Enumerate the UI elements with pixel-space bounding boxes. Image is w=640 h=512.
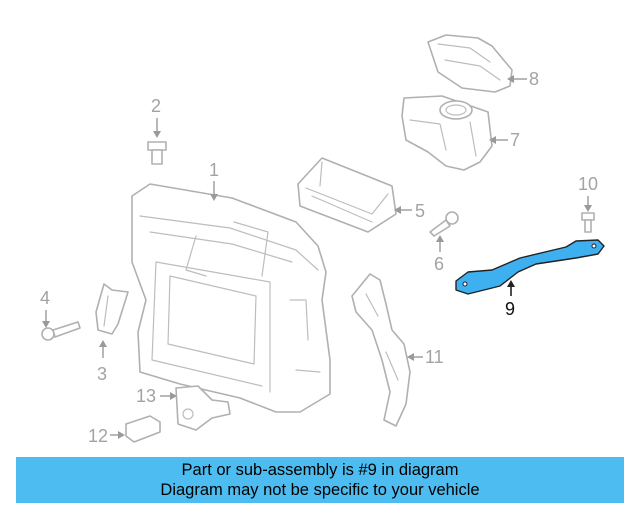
svg-text:8: 8 (529, 69, 539, 89)
callout-5: 5 (394, 201, 425, 221)
svg-text:10: 10 (578, 174, 598, 194)
callout-10: 10 (578, 174, 598, 212)
callout-3: 3 (97, 340, 107, 384)
callout-1: 1 (209, 160, 219, 201)
part-7-air-duct (401, 95, 493, 171)
svg-text:6: 6 (434, 254, 444, 274)
banner-line-2: Diagram may not be specific to your vehi… (160, 481, 480, 499)
part-1-radiator-support (131, 183, 331, 413)
part-10-bolt (581, 212, 595, 233)
callout-12: 12 (88, 426, 125, 446)
part-2-bolt (147, 141, 167, 165)
part-11-air-deflector (351, 273, 411, 427)
part-3-bracket (95, 283, 129, 335)
info-banner: Part or sub-assembly is #9 in diagram Di… (16, 457, 624, 503)
part-6-bolt (429, 211, 459, 237)
callout-9: 9 (505, 280, 515, 319)
part-12-sensor (125, 415, 161, 443)
parts-diagram: 8 7 5 6 2 (40, 34, 605, 446)
part-4-bolt (41, 321, 81, 341)
callout-13: 13 (136, 386, 177, 406)
svg-text:3: 3 (97, 364, 107, 384)
svg-text:11: 11 (425, 347, 444, 367)
part-13-latch-bracket (175, 385, 231, 431)
svg-text:5: 5 (415, 201, 425, 221)
callout-8: 8 (507, 69, 539, 89)
callout-4: 4 (40, 288, 50, 328)
part-8-air-intake-cover (427, 34, 513, 93)
svg-text:7: 7 (510, 130, 520, 150)
banner-line-1: Part or sub-assembly is #9 in diagram (181, 461, 459, 479)
svg-text:9: 9 (505, 299, 515, 319)
svg-text:4: 4 (40, 288, 50, 308)
svg-text:1: 1 (209, 160, 219, 180)
svg-text:12: 12 (88, 426, 108, 446)
svg-text:13: 13 (136, 386, 156, 406)
callout-2: 2 (151, 96, 161, 138)
part-5-intake-snorkel (297, 157, 397, 233)
callout-6: 6 (434, 235, 444, 274)
part-9-support-bracket-highlighted (455, 239, 605, 295)
svg-text:2: 2 (151, 96, 161, 116)
callout-7: 7 (489, 130, 520, 150)
callout-11: 11 (407, 347, 444, 367)
